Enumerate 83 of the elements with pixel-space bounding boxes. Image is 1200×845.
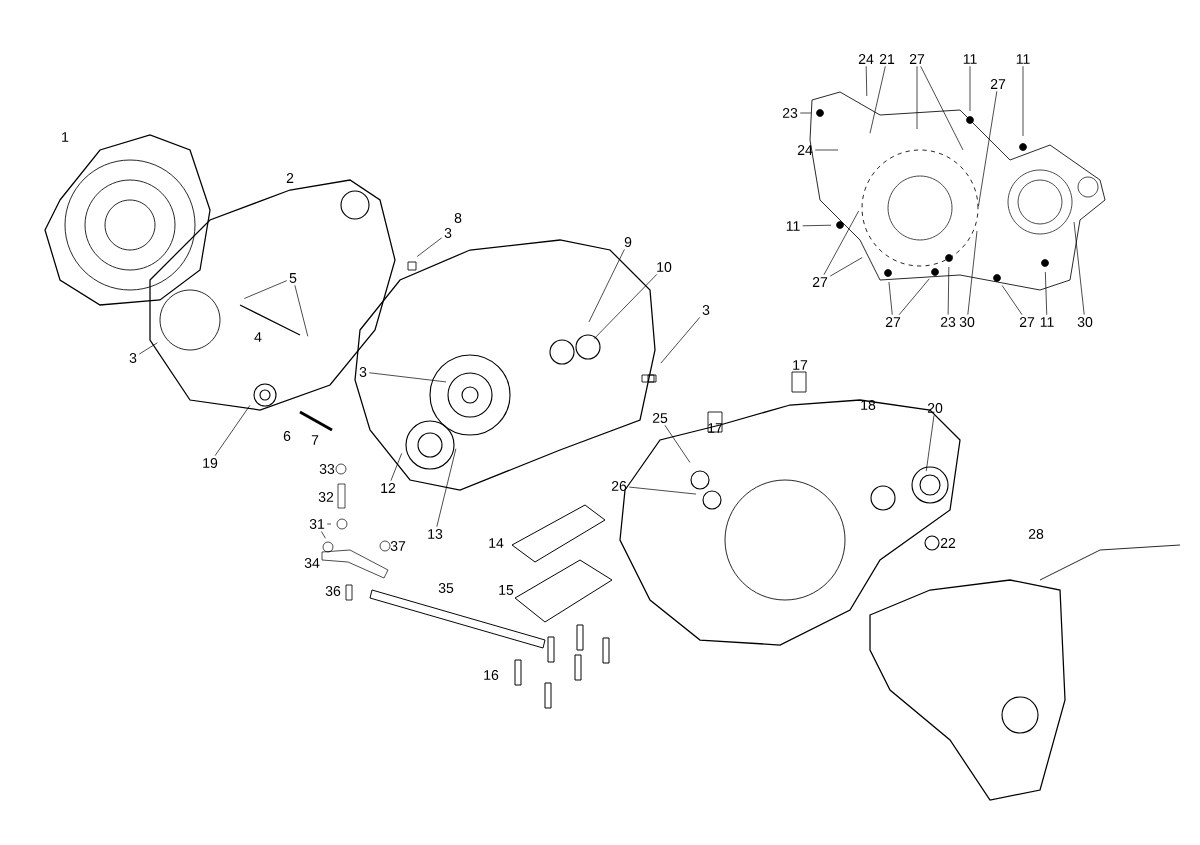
leader-line xyxy=(436,448,457,527)
callout-number: 10 xyxy=(657,262,672,272)
leader-line xyxy=(969,65,971,112)
leader-line xyxy=(814,149,839,151)
leader-line xyxy=(802,224,832,227)
leader-line xyxy=(829,257,863,277)
callout-number: 25 xyxy=(652,413,668,423)
callout-number: 5 xyxy=(289,273,297,283)
callout-number: 6 xyxy=(283,431,291,441)
leader-line xyxy=(978,90,998,207)
leader-line xyxy=(947,266,950,315)
callout-number: 4 xyxy=(254,332,262,342)
leader-line xyxy=(898,278,930,316)
leader-line xyxy=(865,65,868,97)
callout-number: 19 xyxy=(203,458,218,468)
leader-line xyxy=(416,237,443,257)
leader-line xyxy=(925,415,935,472)
callout-number: 34 xyxy=(304,558,320,568)
callout-number: 30 xyxy=(959,317,975,327)
callout-number: 3 xyxy=(702,305,710,315)
leader-line xyxy=(390,453,403,482)
leader-line xyxy=(1045,271,1048,316)
callout-number: 33 xyxy=(319,464,335,474)
callout-number: 28 xyxy=(1028,529,1044,539)
callout-number: 3 xyxy=(129,353,137,363)
callout-number: 23 xyxy=(782,108,798,118)
callout-number: 14 xyxy=(489,538,504,548)
leader-line xyxy=(799,112,812,114)
callout-number: 36 xyxy=(325,586,341,596)
callout-number: 11 xyxy=(1016,54,1030,64)
callout-number: 21 xyxy=(879,54,895,64)
callout-number: 27 xyxy=(990,79,1006,89)
callout-number: 7 xyxy=(311,435,319,445)
leader-line xyxy=(920,65,964,151)
leader-line xyxy=(916,65,918,130)
leader-line xyxy=(243,280,288,299)
leader-line xyxy=(588,249,625,323)
callout-number: 17 xyxy=(708,423,723,433)
leader-line xyxy=(1001,285,1023,316)
callout-number: 24 xyxy=(858,54,874,64)
callout-number: 11 xyxy=(786,221,800,231)
leader-line xyxy=(869,65,886,134)
callout-number: 2 xyxy=(286,173,294,183)
callout-number: 27 xyxy=(909,54,925,64)
callout-number: 32 xyxy=(318,492,334,502)
leader-line xyxy=(664,425,691,463)
callout-number: 13 xyxy=(428,529,443,539)
leader-line xyxy=(1073,221,1085,315)
leader-line xyxy=(368,372,447,383)
leader-line xyxy=(967,230,978,315)
callout-number: 22 xyxy=(940,538,956,548)
callout-number: 27 xyxy=(885,317,901,327)
callout-number: 20 xyxy=(927,403,943,413)
leader-line xyxy=(326,523,332,525)
callout-number: 3 xyxy=(444,228,452,238)
callout-number: 35 xyxy=(438,583,454,593)
leader-line xyxy=(321,531,326,539)
callout-number: 9 xyxy=(624,237,632,247)
leader-line xyxy=(888,281,893,316)
callout-number: 31 xyxy=(309,519,325,529)
callout-number: 26 xyxy=(611,481,627,491)
leader-line xyxy=(138,342,158,355)
leader-line xyxy=(1022,65,1024,137)
callout-number: 11 xyxy=(1040,317,1054,327)
callout-number: 30 xyxy=(1077,317,1093,327)
callout-number: 16 xyxy=(484,670,499,680)
callout-number: 3 xyxy=(359,367,367,377)
callout-number: 15 xyxy=(499,585,514,595)
leader-line xyxy=(294,284,309,337)
callout-number: 12 xyxy=(381,483,396,493)
callout-number: 11 xyxy=(963,54,977,64)
callout-number: 24 xyxy=(797,145,813,155)
leader-line xyxy=(823,210,860,276)
leader-line xyxy=(660,317,701,364)
callout-number: 23 xyxy=(940,317,956,327)
callout-number: 1 xyxy=(62,132,69,142)
callout-number: 8 xyxy=(454,213,462,223)
leader-line xyxy=(628,486,697,495)
callout-number: 17 xyxy=(793,360,808,370)
callout-number: 37 xyxy=(390,541,406,551)
callout-number: 27 xyxy=(1019,317,1035,327)
leader-line xyxy=(214,405,251,456)
callout-number: 27 xyxy=(812,277,828,287)
